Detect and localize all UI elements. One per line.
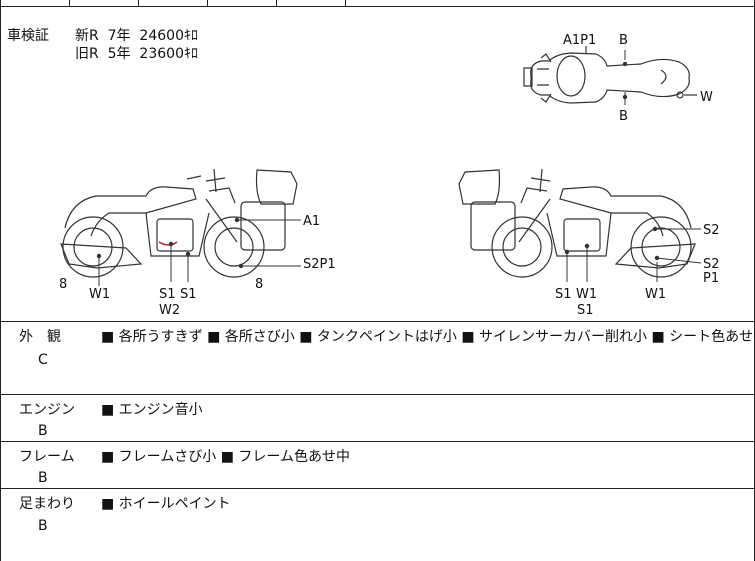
label-right-s2-mid: S2 [703,257,720,272]
row-notes: ■ エンジン音小 [101,402,203,418]
label-right-p1: P1 [703,271,719,286]
row-label: エンジン [19,402,75,418]
label-top-b-upper: B [619,33,628,48]
row-label: 足まわり [19,496,75,512]
row-label: 外 観 [19,329,61,345]
row-engine: エンジン B ■ エンジン音小 [1,395,754,442]
row-grade: B [38,470,48,486]
row-notes: ■ フレームさび小 ■ フレーム色あせ中 [101,449,350,465]
label-left-8-rear: 8 [59,277,67,292]
label-left-s2p1: S2P1 [303,257,336,272]
label-top-a1p1: A1P1 [563,33,596,48]
row-grade: B [38,518,48,534]
label-left-w2: W2 [159,303,180,318]
label-right-s2-top: S2 [703,223,720,238]
damage-diagram-area: 車検証 新R 7年 24600ｷﾛ 旧R 5年 23600ｷﾛ [0,6,755,322]
label-left-8-front: 8 [255,277,263,292]
row-frame: フレーム B ■ フレームさび小 ■ フレーム色あせ中 [1,442,754,489]
label-right-s1-b: S1 [577,303,594,318]
registration-new: 新R 7年 24600ｷﾛ [75,28,198,44]
label-left-w1: W1 [89,287,110,302]
label-right-w1-a: W1 [576,287,597,302]
row-notes: ■ ホイールペイント [101,496,231,512]
label-right-s1-a: S1 [555,287,572,302]
registration-old: 旧R 5年 23600ｷﾛ [75,46,198,62]
label-left-a1: A1 [303,214,320,229]
label-top-w: W [700,90,713,105]
motorcycle-left-view [60,168,298,278]
condition-rows: 外 観 C ■ 各所うすきず ■ 各所さび小 ■ タンクペイントはげ小 ■ サイ… [0,322,755,561]
motorcycle-diagram: A1P1 B B W A1 S2P1 8 8 W1 S1 S1 W2 S2 S2… [59,33,720,318]
row-label: フレーム [19,449,75,465]
motorcycle-right-view [458,168,696,278]
label-left-s1-a: S1 [159,287,176,302]
motorcycle-top-view [523,46,697,105]
registration-label: 車検証 [7,28,49,44]
row-notes: ■ 各所うすきず ■ 各所さび小 ■ タンクペイントはげ小 ■ サイレンサーカバ… [101,329,755,345]
label-right-w1-b: W1 [645,287,666,302]
row-suspension: 足まわり B ■ ホイールペイント [1,489,754,561]
row-grade: B [38,423,48,439]
row-exterior: 外 観 C ■ 各所うすきず ■ 各所さび小 ■ タンクペイントはげ小 ■ サイ… [1,322,755,395]
label-left-s1-b: S1 [180,287,197,302]
label-top-b-lower: B [619,109,628,124]
row-grade: C [38,352,48,368]
